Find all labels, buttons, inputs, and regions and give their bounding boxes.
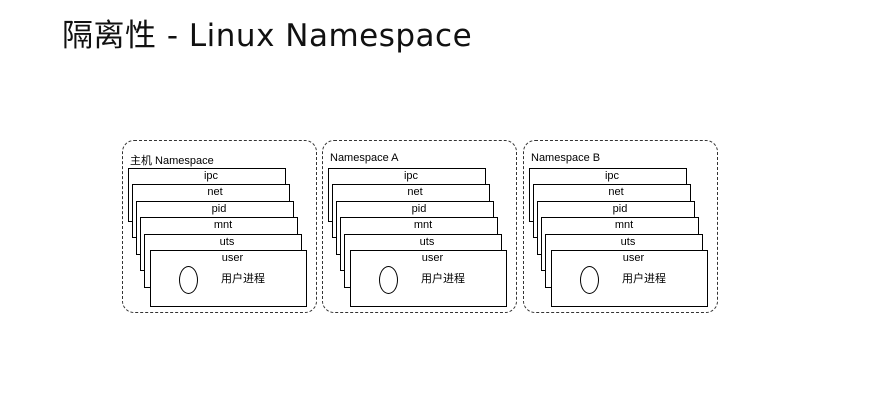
layer-user: user 用户进程 <box>551 250 708 307</box>
namespace-box-b: Namespace B ipc net pid mnt uts user 用户进… <box>523 140 718 313</box>
namespace-box-a: Namespace A ipc net pid mnt uts user 用户进… <box>322 140 517 313</box>
process-label: 用户进程 <box>221 272 265 285</box>
process-circle <box>379 266 398 294</box>
namespace-box-host: 主机 Namespace ipc net pid mnt uts user 用户… <box>122 140 317 313</box>
namespace-label: 主机 Namespace <box>130 155 214 167</box>
process-label: 用户进程 <box>421 272 465 285</box>
process-label: 用户进程 <box>622 272 666 285</box>
layer-user: user 用户进程 <box>150 250 307 307</box>
namespace-label: Namespace B <box>531 152 601 164</box>
namespace-label: Namespace A <box>330 152 399 164</box>
process-circle <box>179 266 198 294</box>
layer-user: user 用户进程 <box>350 250 507 307</box>
process-circle <box>580 266 599 294</box>
page-title: 隔离性 - Linux Namespace <box>62 18 473 54</box>
